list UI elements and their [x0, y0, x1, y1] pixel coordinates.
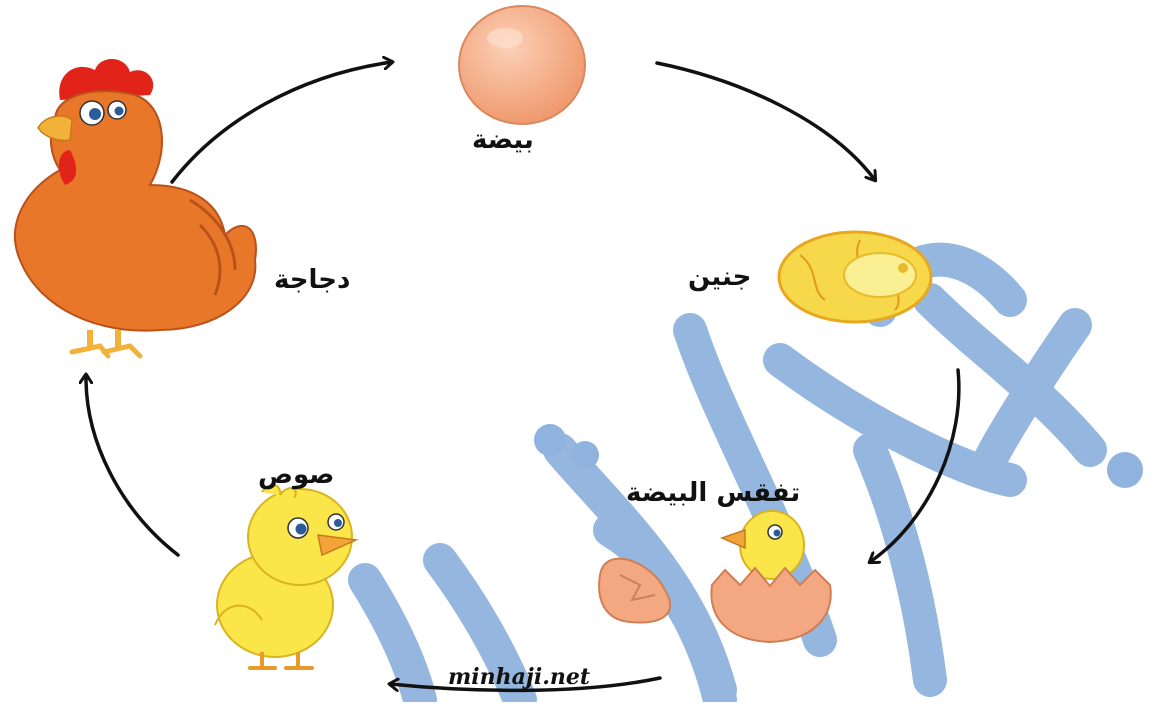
chick-icon: [214, 484, 359, 670]
arrow-embryo-to-hatching: [870, 368, 961, 562]
arrow-hatching-to-chick: [390, 676, 662, 693]
calligraphy-watermark: [348, 242, 1107, 706]
egg-icon: [458, 5, 586, 125]
arrow-egg-to-embryo: [655, 61, 875, 180]
hatching-chick-icon: [598, 510, 832, 644]
hen-icon: [14, 58, 257, 359]
cycle-arrows: [86, 61, 961, 693]
watermark: minhaji.net: [448, 664, 591, 690]
arrow-hen-to-egg: [170, 62, 392, 184]
calligraphy-dots: [534, 424, 1143, 488]
label-chick: صوص: [258, 460, 335, 490]
label-hatching: تفقس البيضة: [626, 478, 801, 508]
embryo-icon: [777, 230, 933, 324]
label-hen: دجاجة: [274, 265, 351, 295]
label-embryo: جنين: [688, 262, 752, 292]
arrow-chick-to-hen: [86, 375, 180, 557]
label-egg: بيضة: [472, 125, 534, 155]
